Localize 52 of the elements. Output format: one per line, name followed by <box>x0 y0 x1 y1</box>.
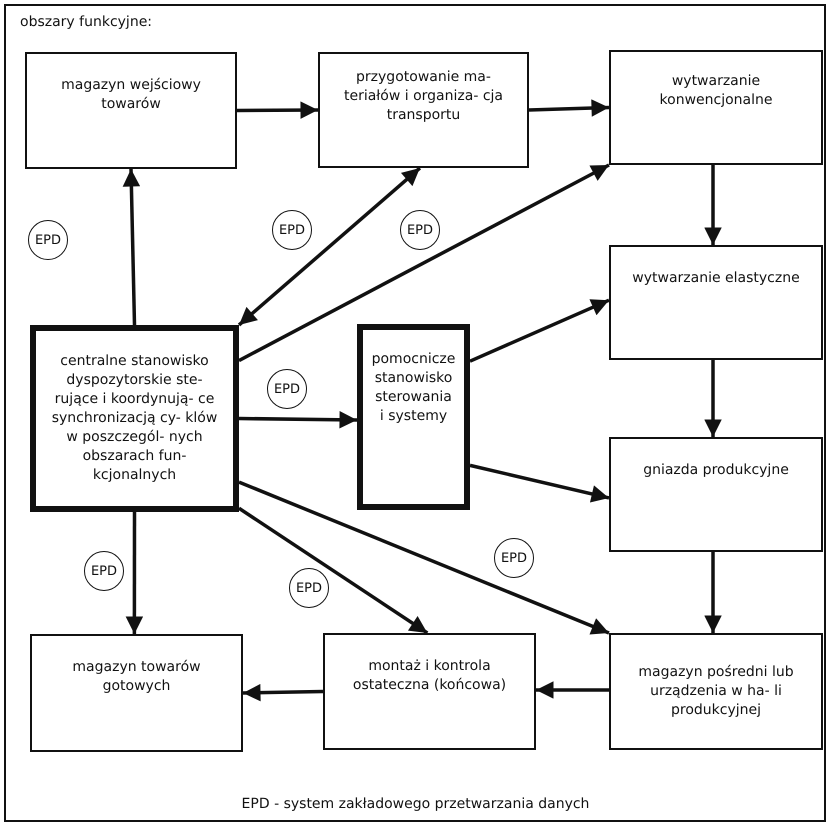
epd-circle <box>84 551 124 591</box>
arrow <box>470 464 610 502</box>
box-label: wytwarzanie konwencjonalne <box>658 72 774 110</box>
box-label: pomocnicze stanowisko sterowania i systemy <box>372 350 456 426</box>
arrow <box>704 360 722 437</box>
epd-label: EPD <box>278 222 306 240</box>
arrow <box>238 166 422 326</box>
arrow <box>126 512 144 634</box>
arrow <box>242 684 324 702</box>
arrow <box>704 165 722 245</box>
process-box <box>609 437 823 552</box>
control-station-box <box>30 325 239 512</box>
arrow <box>236 101 318 119</box>
box-label: magazyn pośredni lub urządzenia w ha- li produkcyjnej <box>637 663 795 720</box>
epd-label: EPD <box>406 222 434 240</box>
arrow <box>469 298 610 363</box>
epd-label: EPD <box>90 562 118 580</box>
arrow <box>536 681 609 699</box>
epd-label: EPD <box>500 550 528 568</box>
epd-circle <box>272 210 312 250</box>
section-heading: obszary funkcyjne: <box>20 14 152 30</box>
process-box <box>609 245 823 360</box>
epd-label: EPD <box>296 580 322 598</box>
epd-circle <box>494 538 534 578</box>
box-label: montaż i kontrola ostateczna (końcowa) <box>352 657 508 695</box>
control-station-box <box>357 324 470 510</box>
box-label: magazyn towarów gotowych <box>71 658 202 696</box>
arrow <box>122 168 140 326</box>
arrow <box>238 163 610 362</box>
arrow <box>238 506 428 634</box>
epd-circle <box>28 220 68 260</box>
epd-circle <box>289 568 329 608</box>
epd-circle <box>267 369 307 409</box>
epd-label: EPD <box>34 232 62 250</box>
process-box <box>25 52 237 169</box>
arrow <box>238 411 358 428</box>
epd-circle <box>400 210 440 250</box>
process-box <box>323 633 536 750</box>
box-label: centralne stanowisko dyspozytorskie ste- rujące i koordynują- ce synchronizacją cy- klów w poszczegól- nych obszarach fun- kcjonalnych <box>50 352 218 485</box>
arrow <box>238 480 610 635</box>
box-label: gniazda produkcyjne <box>643 461 789 480</box>
epd-label: EPD <box>274 380 300 398</box>
box-label: magazyn wejściowy towarów <box>60 76 202 114</box>
process-box <box>318 52 529 168</box>
arrow <box>704 552 722 633</box>
process-box <box>609 633 823 750</box>
process-box <box>609 50 823 165</box>
process-box <box>30 634 243 752</box>
box-label: przygotowanie ma- teriałów i organiza- cja transportu <box>342 68 504 125</box>
caption: EPD - system zakładowego przetwarzania danych <box>242 796 590 812</box>
box-label: wytwarzanie elastyczne <box>632 269 800 288</box>
arrow <box>528 99 610 117</box>
